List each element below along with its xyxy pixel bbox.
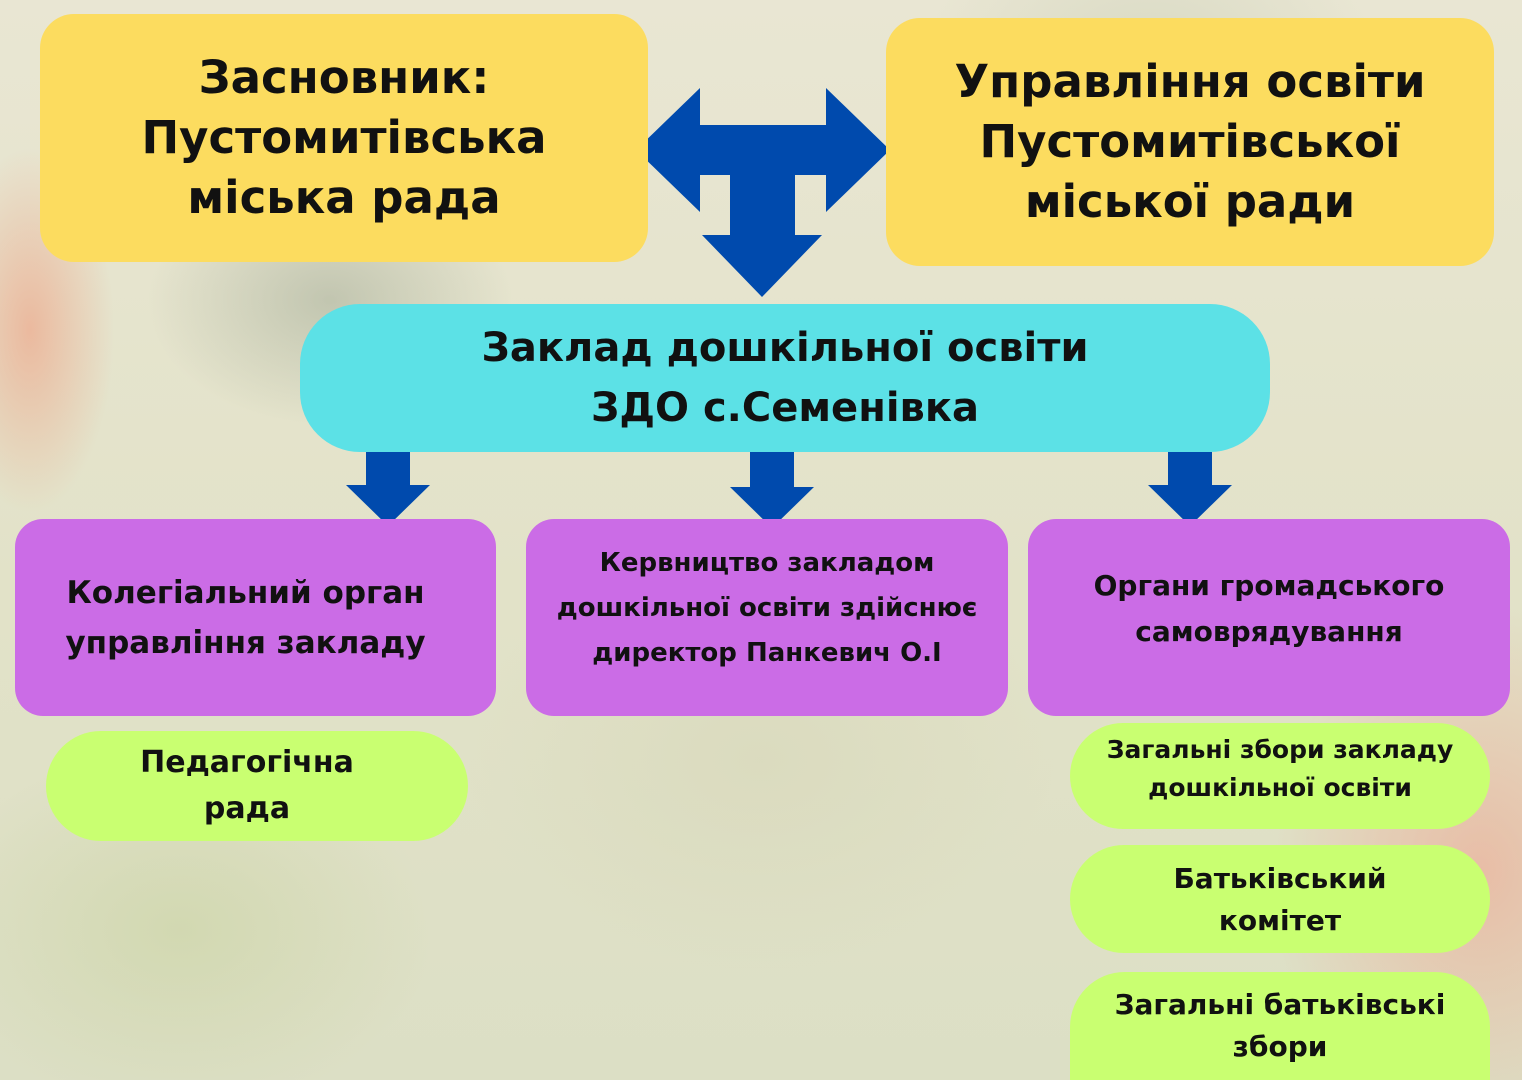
founder-box: Засновник: Пустомитівська міська рада (40, 14, 648, 262)
institution-line: ЗДО с.Семенівка (591, 385, 979, 431)
institution-box: Заклад дошкільної освіти ЗДО с.Семенівка (300, 304, 1270, 452)
self-government-line: Органи громадського (1093, 568, 1445, 602)
collegial-body-line: Колегіальний орган (66, 574, 425, 611)
t-arrow-icon (636, 88, 890, 297)
founder-line: Засновник: (198, 51, 490, 104)
education-department-line: Управління освіти (954, 55, 1426, 108)
founder-line: міська рада (187, 171, 501, 224)
down-arrow-icon-center (730, 452, 814, 528)
general-meeting-line: Загальні збори закладу (1106, 735, 1454, 764)
pedagogical-council-line: Педагогічна (140, 745, 354, 780)
parents-committee-line: Батьківський (1173, 862, 1387, 895)
pedagogical-council-line: рада (203, 791, 291, 826)
parents-meeting-line: Загальні батьківські (1114, 988, 1446, 1021)
management-box: Кервництво закладом дошкільної освіти зд… (526, 519, 1008, 716)
management-line: директор Панкевич О.І (592, 638, 942, 668)
collegial-body-box: Колегіальний орган управління закладу (15, 519, 496, 716)
education-department-line: Пустомитівської (979, 115, 1401, 168)
down-arrow-icon-left (346, 452, 430, 526)
parents-meeting-line: збори (1232, 1030, 1328, 1063)
institution-line: Заклад дошкільної освіти (481, 325, 1089, 371)
education-department-box: Управління освіти Пустомитівської місько… (886, 18, 1494, 266)
parents-committee-box: Батьківський комітет (1070, 845, 1490, 953)
general-meeting-line: дошкільної освіти (1148, 773, 1412, 802)
parents-meeting-box: Загальні батьківські збори (1070, 972, 1490, 1080)
general-meeting-box: Загальні збори закладу дошкільної освіти (1070, 723, 1490, 829)
education-department-line: міської ради (1024, 175, 1356, 228)
management-line: Кервництво закладом (599, 548, 935, 578)
pedagogical-council-box: Педагогічна рада (46, 731, 468, 841)
collegial-body-line: управління закладу (65, 624, 426, 661)
management-line: дошкільної освіти здійснює (556, 593, 978, 623)
self-government-line: самоврядування (1135, 614, 1403, 648)
down-arrow-icon-right (1148, 452, 1232, 526)
founder-line: Пустомитівська (141, 111, 547, 164)
parents-committee-line: комітет (1218, 904, 1342, 937)
self-government-box: Органи громадського самоврядування (1028, 519, 1510, 716)
